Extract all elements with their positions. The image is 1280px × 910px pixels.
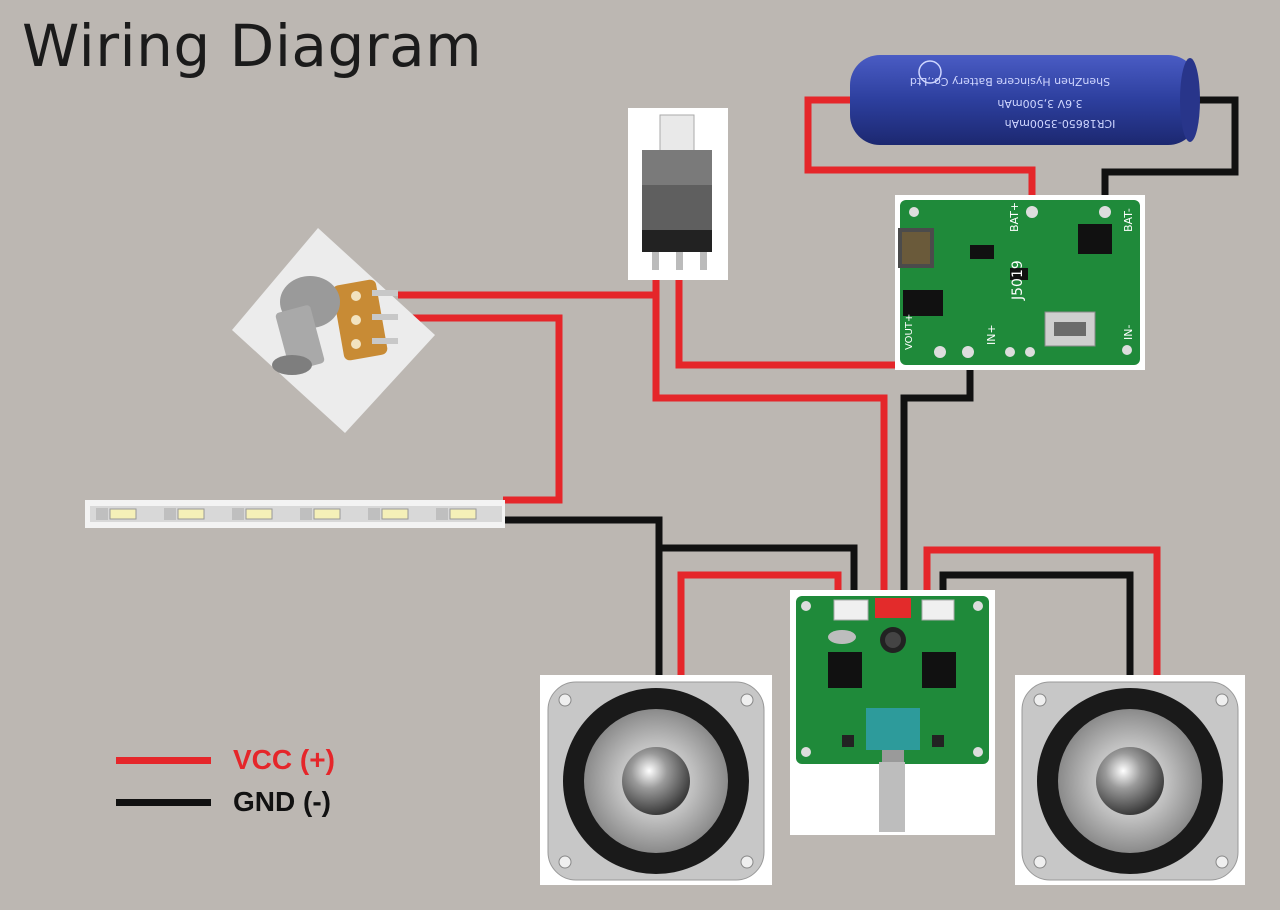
led-chip [313, 508, 341, 520]
led-chip [109, 508, 137, 520]
led-pad [300, 508, 312, 520]
led-pad [436, 508, 448, 520]
amplifier-board-icon [790, 590, 995, 835]
charger-label-in-plus: IN+ [985, 324, 998, 345]
diagram-title: Wiring Diagram [22, 12, 483, 80]
led-pad [164, 508, 176, 520]
led-pad [96, 508, 108, 520]
wires [398, 96, 1239, 680]
led-chip [449, 508, 477, 520]
charger-label-vout-plus: VOUT+ [904, 314, 915, 350]
tp4056-charger-board-icon: BAT+ BAT- J5019 IN+ IN- VOUT+ [895, 195, 1145, 370]
battery-text-1: ShenZhen Hysincere Battery Co.,Ltd [910, 75, 1110, 88]
charger-label-bat-minus: BAT- [1122, 208, 1135, 232]
18650-battery-icon: ShenZhen Hysincere Battery Co.,Ltd 3.6V … [850, 55, 1200, 145]
led-chips [96, 508, 477, 520]
charger-label-in-minus: IN- [1122, 325, 1135, 340]
wire-switch-to-vout [675, 268, 910, 369]
wire-pot-to-led [398, 314, 563, 504]
charger-label-bat-plus: BAT+ [1008, 202, 1021, 232]
legend-gnd-label: GND (-) [233, 786, 331, 817]
wire-switch-to-amp [652, 268, 888, 605]
led-pad [232, 508, 244, 520]
wire-right-speaker-neg [939, 571, 1134, 680]
push-switch-icon [628, 108, 728, 280]
led-strip-icon [85, 500, 505, 528]
right-speaker-icon [1015, 675, 1245, 885]
led-pad [368, 508, 380, 520]
battery-text-2: 3.6V 3,500mAh [997, 97, 1082, 110]
wire-battery-negative [1101, 96, 1239, 208]
battery-text-3: ICR18650-3500mAh [1005, 117, 1116, 130]
led-chip [177, 508, 205, 520]
wire-battery-positive [804, 96, 1036, 210]
led-chip [245, 508, 273, 520]
left-speaker-icon [540, 675, 772, 885]
charger-label-model: J5019 [1010, 260, 1026, 301]
wire-left-speaker-pos [677, 571, 842, 680]
legend-vcc-label: VCC (+) [233, 744, 335, 775]
potentiometer-icon [232, 228, 435, 433]
wire-vout-neg-to-amp [900, 352, 974, 605]
led-chip [381, 508, 409, 520]
legend-vcc-swatch [116, 757, 211, 764]
legend-gnd-swatch [116, 799, 211, 806]
wire-right-speaker-pos [923, 546, 1161, 680]
